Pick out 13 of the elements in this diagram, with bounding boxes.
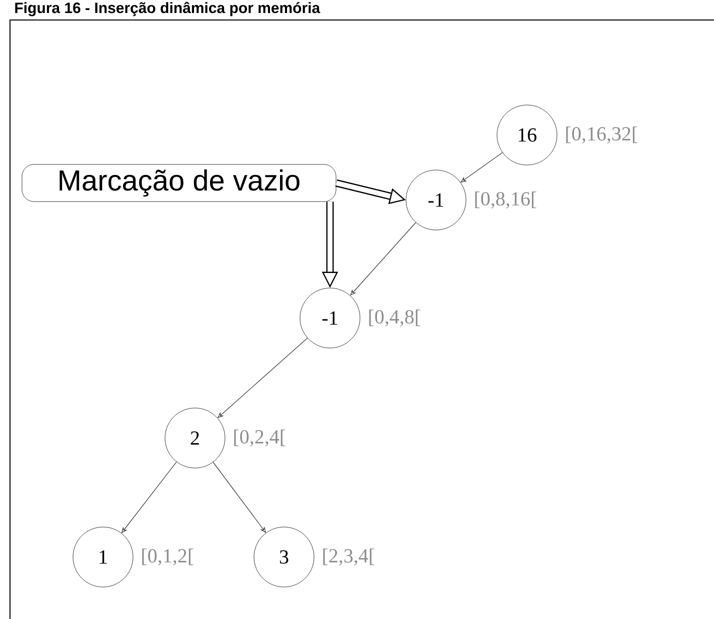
interval-label: [0,8,16[ [475,192,536,208]
interval-label: [0,16,32[ [566,126,638,144]
arrow [350,222,416,296]
interval-label: [2,3,4[ [323,548,374,566]
arrow [122,462,177,533]
figure-title: Figura 16 - Inserção dinâmica por memória [15,2,320,16]
callout-box: Marcação de vazio [22,164,336,202]
arrow [212,462,266,533]
interval-label: [0,2,4[ [234,430,286,446]
arrow [460,152,503,182]
arrow [218,338,308,418]
interval-label: [0,4,8[ [369,310,420,326]
interval-label: [0,1,2[ [142,548,194,566]
